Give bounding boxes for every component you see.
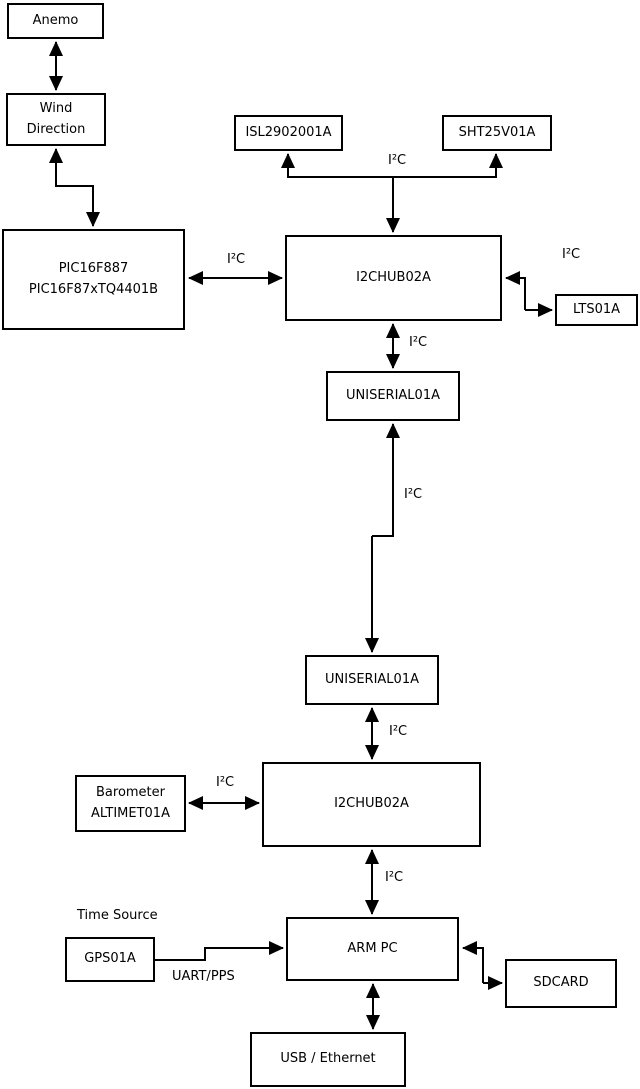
node-lts01a: LTS01A [555, 294, 638, 326]
edge-label-i2c-uniserial1: I²C [409, 335, 428, 350]
node-usb-ethernet-label: USB / Ethernet [280, 1051, 376, 1067]
node-lts01a-label: LTS01A [572, 301, 621, 317]
edge-label-i2c-lts: I²C [562, 247, 581, 262]
node-anemo: Anemo [7, 3, 104, 39]
edge-label-i2c-armpc: I²C [385, 870, 404, 885]
node-pic16f887-line2: PIC16F87xTQ4401B [28, 281, 159, 297]
edge-wind-pic-down [56, 185, 100, 227]
edge-label-i2c-barometer: I²C [216, 775, 235, 790]
edge-wind-pic-up [49, 148, 93, 187]
node-arm-pc: ARM PC [286, 917, 459, 981]
edge-label-i2c-long-link: I²C [404, 487, 423, 502]
node-wind-direction: Wind Direction [6, 93, 106, 146]
node-sdcard-label: SDCARD [533, 975, 589, 991]
edge-long-up-uni1 [372, 423, 400, 537]
node-anemo-label: Anemo [32, 12, 79, 28]
node-uniserial01a-1: UNISERIAL01A [326, 371, 460, 421]
node-barometer-line1: Barometer [96, 785, 165, 801]
node-uniserial01a-2-label: UNISERIAL01A [325, 671, 419, 687]
node-pic16f887: PIC16F887 PIC16F87xTQ4401B [2, 229, 185, 330]
node-barometer-altimet01a: Barometer ALTIMET01A [75, 775, 186, 832]
node-sht25v01a-label: SHT25V01A [458, 124, 536, 140]
node-arm-pc-label: ARM PC [347, 940, 398, 956]
edge-label-i2c-sensors: I²C [388, 153, 407, 168]
node-sht25v01a: SHT25V01A [442, 115, 552, 151]
node-barometer-line2: ALTIMET01A [91, 805, 170, 821]
edge-lts-hub1-left [505, 271, 526, 310]
node-i2chub02a-1-label: I2CHUB02A [356, 269, 431, 285]
edge-gps-armpc [155, 941, 284, 961]
node-wind-direction-line1: Wind [39, 101, 73, 117]
edge-label-i2c-pic: I²C [227, 252, 246, 267]
edge-hub1-sht [393, 153, 503, 178]
node-usb-ethernet: USB / Ethernet [250, 1032, 406, 1087]
node-sdcard: SDCARD [505, 959, 617, 1008]
node-i2chub02a-2-label: I2CHUB02A [334, 796, 409, 812]
edge-label-i2c-uniserial2: I²C [389, 724, 408, 739]
node-i2chub02a-2: I2CHUB02A [262, 762, 481, 847]
node-pic16f887-line1: PIC16F887 [58, 261, 129, 277]
node-uniserial01a-2: UNISERIAL01A [305, 655, 439, 705]
node-gps01a-label: GPS01A [84, 951, 136, 967]
node-uniserial01a-1-label: UNISERIAL01A [346, 387, 440, 403]
label-time-source: Time Source [77, 908, 158, 923]
node-isl2902001a: ISL2902001A [234, 115, 343, 151]
node-i2chub02a-1: I2CHUB02A [285, 235, 502, 321]
edge-label-uart-pps: UART/PPS [172, 969, 235, 984]
node-wind-direction-line2: Direction [26, 121, 86, 137]
node-isl2902001a-label: ISL2902001A [245, 124, 332, 140]
edge-sdcard-armpc-left [462, 941, 484, 983]
node-gps01a: GPS01A [65, 937, 155, 982]
edge-hub1-isl [281, 153, 393, 178]
